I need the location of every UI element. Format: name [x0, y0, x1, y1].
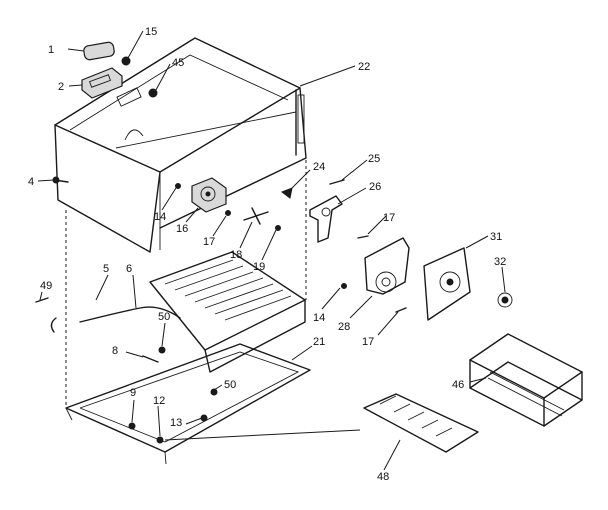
callout-12: 12 [153, 395, 165, 407]
callout-28: 28 [338, 321, 350, 333]
part-18-fan-blade [243, 207, 269, 225]
part-28-shroud [364, 237, 410, 295]
part-14-clip-b [341, 283, 347, 289]
part-46-rack [469, 333, 583, 427]
callout-25: 25 [368, 153, 380, 165]
part-45-fastener [148, 88, 158, 98]
part-21-tray [65, 343, 311, 465]
part-12-screw [156, 436, 164, 444]
part-15-fastener [121, 56, 131, 66]
part-17-screw-c [395, 307, 407, 313]
part-17-screw-a [225, 210, 231, 216]
callout-14-upper: 14 [154, 211, 166, 223]
callout-17-left: 17 [203, 236, 215, 248]
callout-15: 15 [145, 26, 157, 38]
part-49-screw [35, 297, 57, 333]
callout-1: 1 [48, 44, 54, 56]
callout-49: 49 [40, 280, 52, 292]
callout-labels: 1 15 2 45 22 4 24 25 26 14 16 17 18 19 1… [28, 26, 506, 483]
callout-9: 9 [130, 387, 136, 399]
part-26-bracket [309, 195, 343, 243]
leader-lines [37, 30, 506, 471]
callout-50-upper: 50 [158, 311, 170, 323]
part-8-screw [142, 355, 159, 363]
callout-19: 19 [253, 261, 265, 273]
callout-21: 21 [313, 336, 325, 348]
callout-5: 5 [103, 263, 109, 275]
callout-18: 18 [230, 249, 242, 261]
part-9-screw [128, 422, 136, 430]
callout-17-lower: 17 [362, 336, 374, 348]
part-25-screw [329, 179, 345, 185]
part-4-screw [52, 176, 69, 184]
part-14-clip-a [175, 183, 181, 189]
part-5-tube [79, 306, 181, 323]
callout-13: 13 [170, 417, 182, 429]
callout-16: 16 [176, 223, 188, 235]
part-2-bracket [81, 67, 123, 99]
part-17-screw-b [357, 235, 369, 239]
callout-50-lower: 50 [224, 379, 236, 391]
callout-4: 4 [28, 176, 34, 188]
callout-17-upper: 17 [383, 212, 395, 224]
part-48-ice-tray [363, 393, 479, 453]
callout-14-lower: 14 [313, 312, 325, 324]
part-50-screw-b [210, 388, 218, 396]
callout-2: 2 [58, 81, 64, 93]
callout-46: 46 [452, 379, 464, 391]
part-22-liner-box [54, 37, 307, 253]
callout-8: 8 [112, 345, 118, 357]
callout-32: 32 [494, 256, 506, 268]
part-16-motor [191, 177, 227, 213]
part-31-cover [423, 247, 471, 321]
part-1-clip [83, 41, 115, 61]
part-50-screw-a [158, 346, 166, 354]
part-19-screw [275, 225, 281, 231]
part-24-marker [280, 187, 293, 199]
callout-6: 6 [126, 263, 132, 275]
part-32-knob [497, 292, 513, 308]
callout-31: 31 [490, 231, 502, 243]
callout-45: 45 [172, 57, 184, 69]
callout-48: 48 [377, 471, 389, 483]
callout-26: 26 [369, 181, 381, 193]
callout-24: 24 [313, 161, 325, 173]
part-6-evaporator [149, 251, 306, 373]
callout-22: 22 [358, 61, 370, 73]
